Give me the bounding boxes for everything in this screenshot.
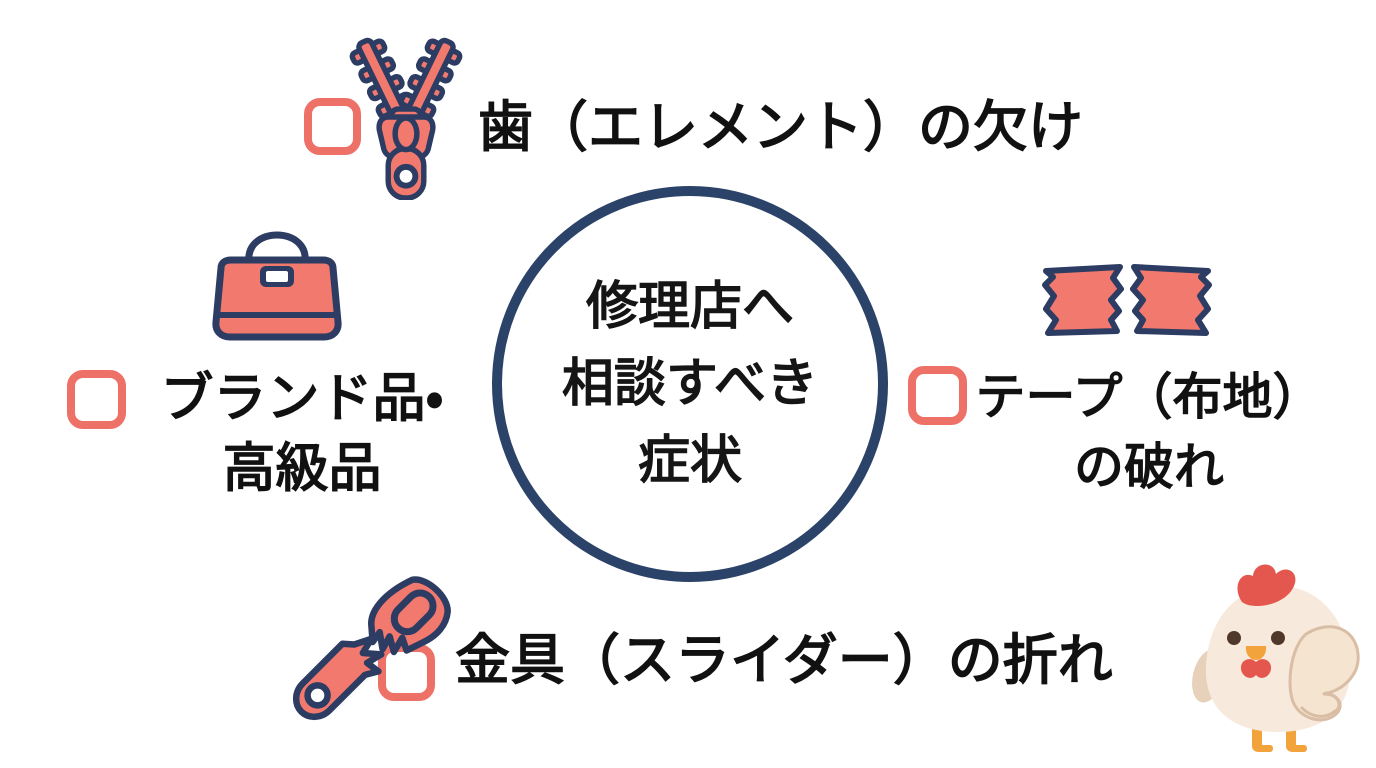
left-item-label-line1: ブランド品・	[160, 369, 444, 428]
center-circle-line3: 症状	[637, 431, 742, 490]
torn-tape-icon	[1042, 264, 1212, 336]
center-circle-line2: 相談すべき	[561, 354, 819, 413]
left-item-checkbox	[67, 370, 126, 429]
broken-slider-icon	[292, 576, 451, 721]
right-item-label-line1: テープ（布地）	[975, 369, 1323, 425]
left-item-label: ブランド品・ 高級品	[128, 364, 476, 504]
handbag-icon	[212, 231, 342, 341]
left-item-label-line2: 高級品	[222, 439, 382, 498]
top-item-checkbox	[304, 98, 361, 155]
center-circle: 修理店へ 相談すべき 症状	[492, 186, 888, 582]
right-item-checkbox	[908, 366, 967, 425]
bottom-item-label: 金具（スライダー）の折れ	[455, 629, 1113, 691]
center-circle-line1: 修理店へ	[585, 277, 794, 336]
right-item-label-line2: の破れ	[1074, 439, 1224, 495]
open-zipper-icon	[349, 37, 463, 200]
right-item-label: テープ（布地） の破れ	[968, 362, 1330, 502]
top-item-label: 歯（エレメント）の欠け	[478, 96, 1084, 158]
chicken-illustration	[1192, 564, 1360, 752]
